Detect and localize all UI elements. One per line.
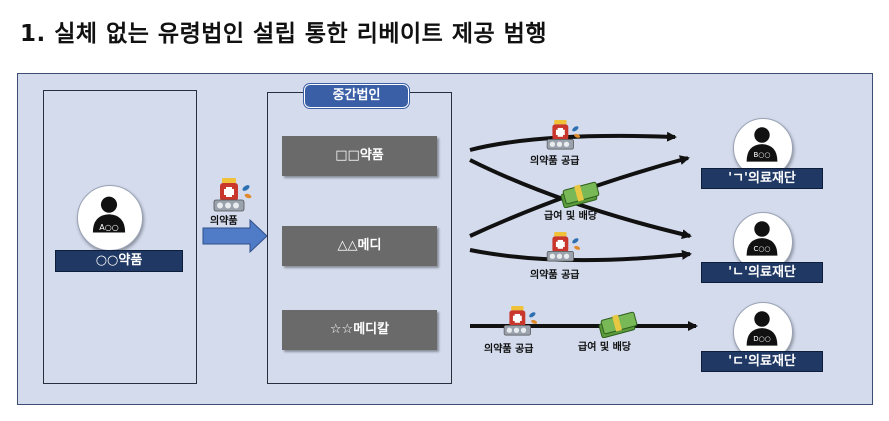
- foundation-1-avatar-text: B○○: [753, 151, 770, 159]
- entity-3-box: ☆☆메디칼: [282, 310, 437, 350]
- foundation-2-label: 'ㄴ'의료재단: [701, 262, 823, 283]
- entity-1-box: □□약품: [282, 136, 437, 176]
- pills-icon: [213, 178, 252, 212]
- supply-block-arrow: [202, 218, 268, 254]
- diagram-panel: [17, 73, 873, 405]
- supply-caption-3: 의약품 공급: [484, 344, 534, 355]
- pills-icon: [503, 306, 538, 336]
- cash-icon: [598, 311, 638, 338]
- pills-icon: [546, 232, 581, 262]
- intermediary-label: 중간법인: [303, 83, 410, 109]
- source-company-box: [43, 90, 197, 384]
- foundation-2-avatar-text: C○○: [753, 245, 770, 253]
- source-label: ○○약품: [55, 250, 183, 272]
- foundation-3-label: 'ㄷ'의료재단: [701, 351, 823, 372]
- pills-icon: [546, 120, 581, 150]
- flow-caption: 의약품: [210, 216, 238, 227]
- entity-2-box: △△메디: [282, 226, 437, 266]
- foundation-3-avatar-text: D○○: [753, 335, 771, 343]
- source-avatar-text: A○○: [99, 223, 118, 232]
- foundation-1-label: 'ㄱ'의료재단: [701, 168, 823, 189]
- page-title: 1. 실체 없는 유령법인 설립 통한 리베이트 제공 범행: [20, 21, 547, 47]
- arrow-2-to-foundation-2: [469, 248, 692, 263]
- supply-caption-1: 의약품 공급: [530, 156, 580, 167]
- salary-caption-2: 급여 및 배당: [578, 342, 631, 353]
- salary-caption-1: 급여 및 배당: [544, 211, 597, 222]
- supply-caption-2: 의약품 공급: [530, 270, 580, 281]
- cash-icon: [560, 181, 600, 208]
